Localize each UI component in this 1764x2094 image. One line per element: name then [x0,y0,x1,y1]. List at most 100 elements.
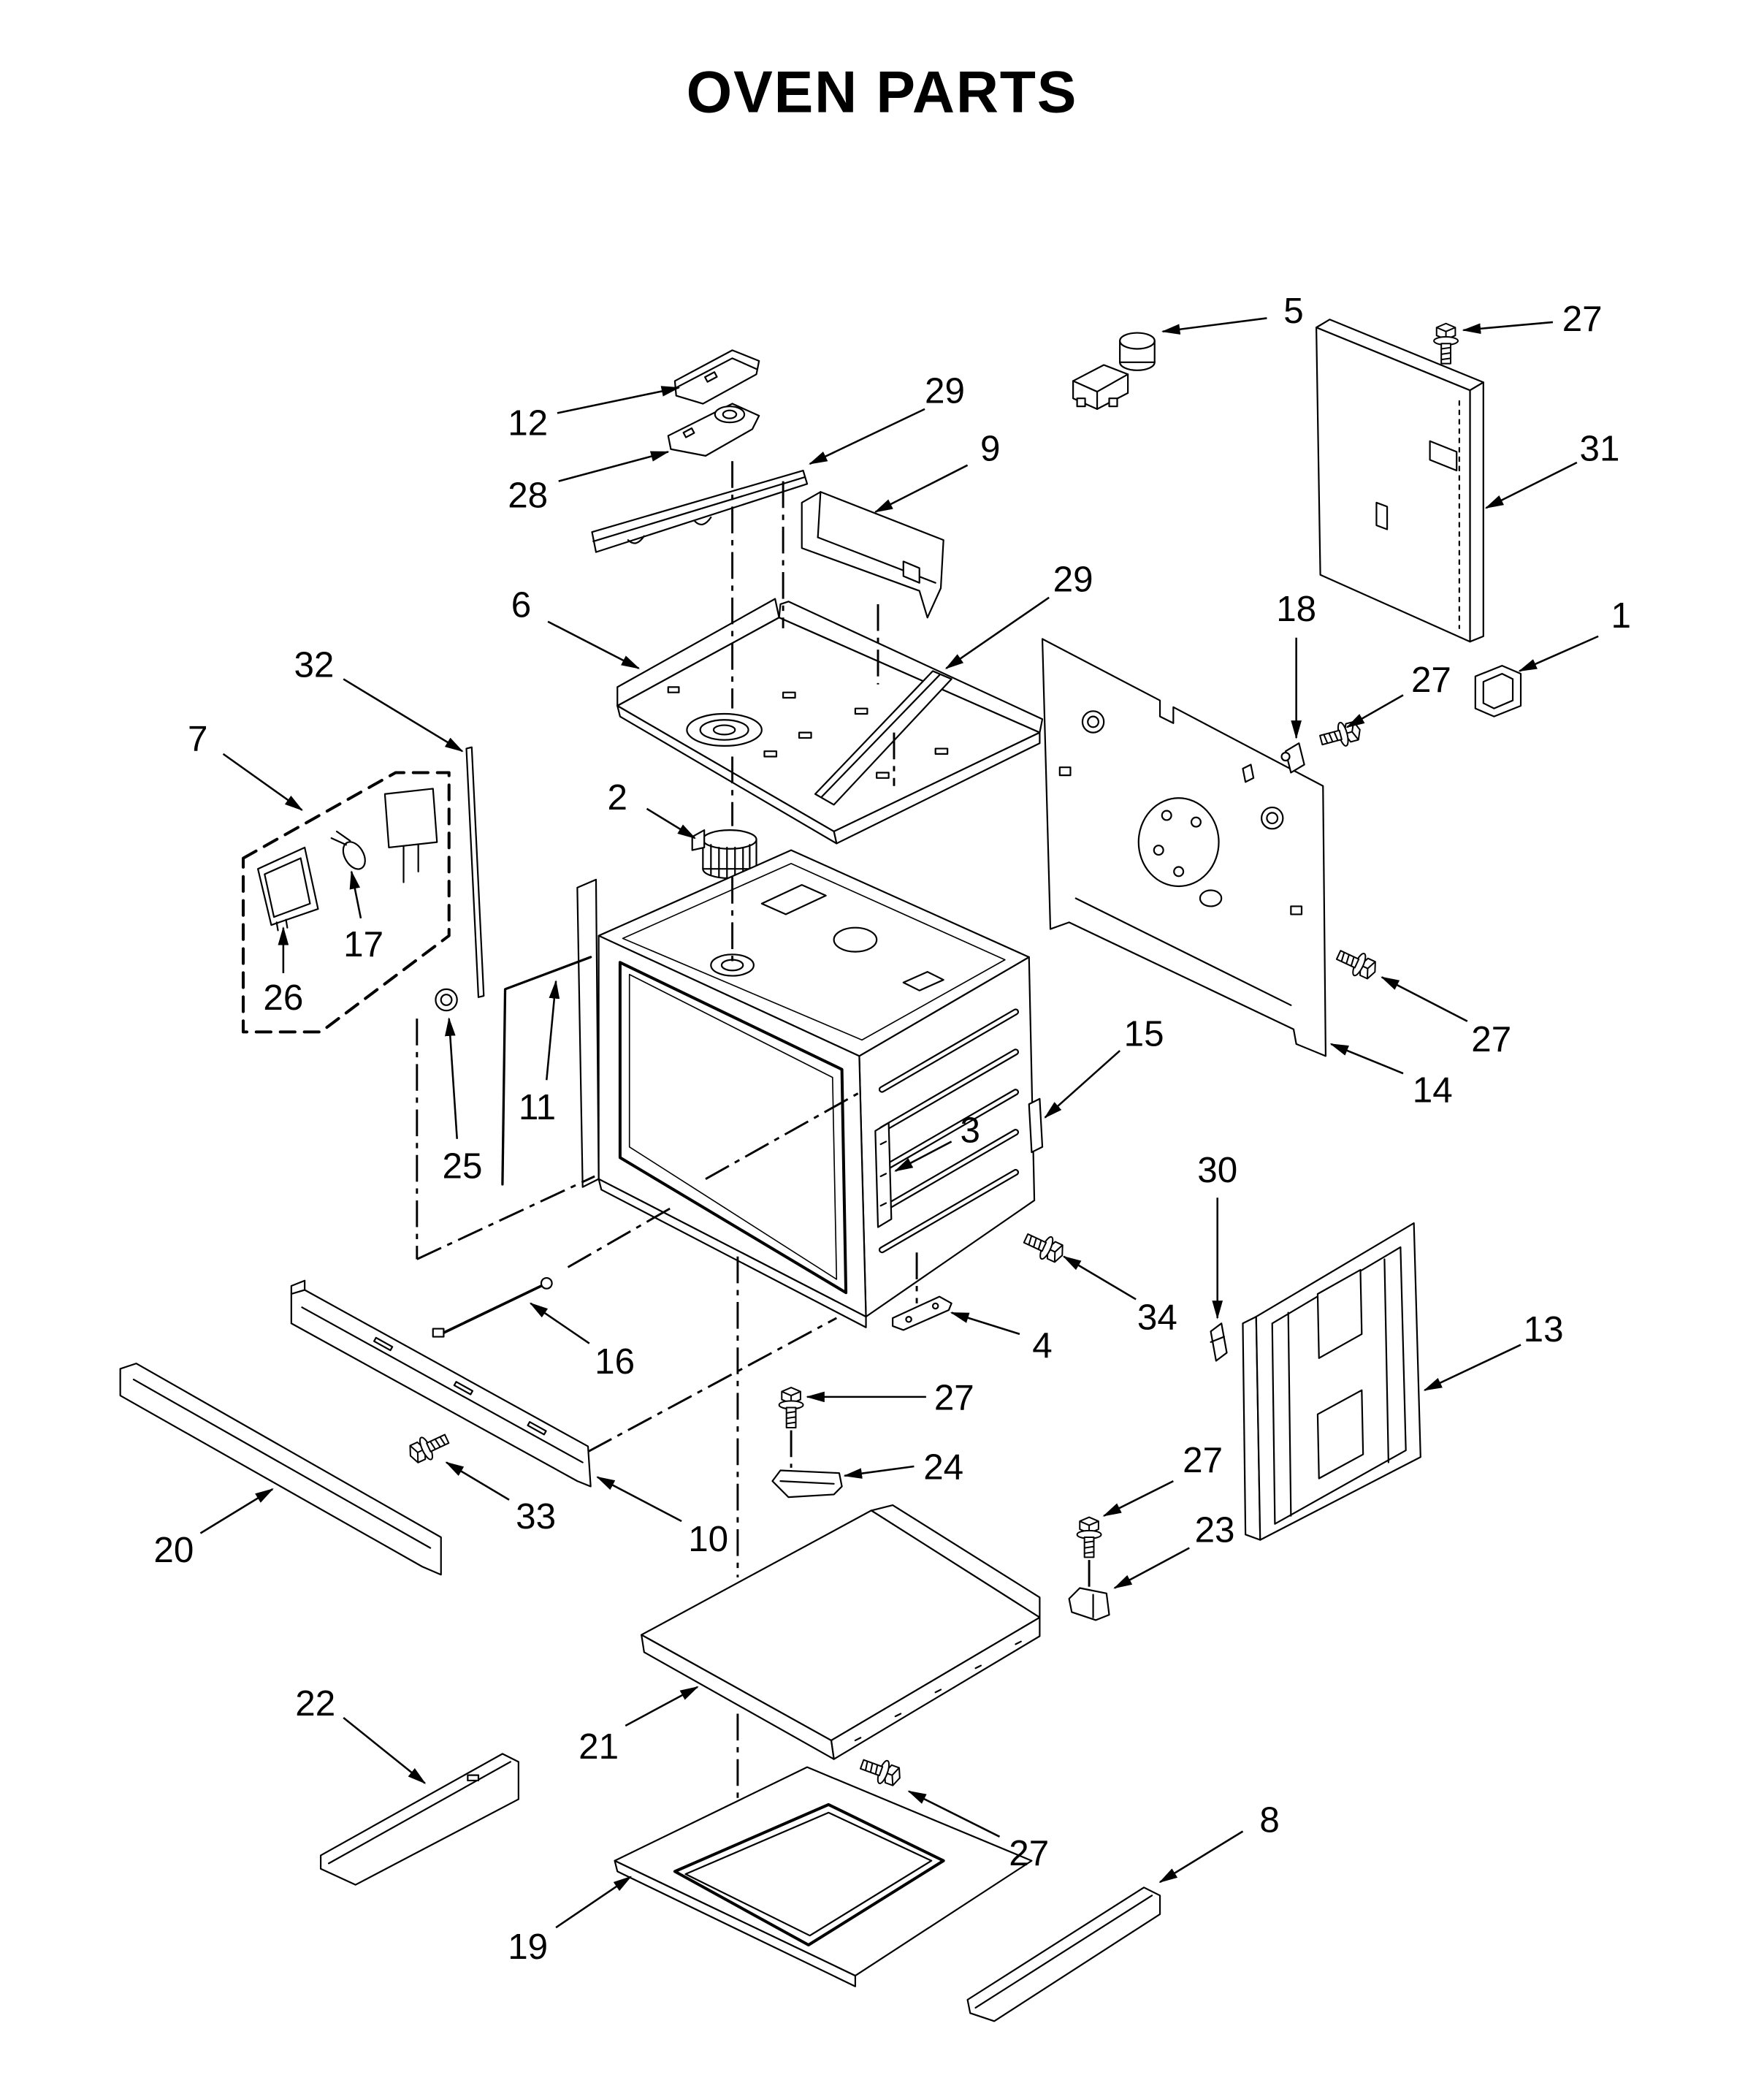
part-5-valve [1072,332,1156,410]
part-27-screw [857,1752,905,1790]
control-card [383,788,438,883]
leader-arrow [349,870,362,919]
callout-label: 14 [1413,1070,1453,1110]
callout-label: 26 [263,978,303,1018]
callout-label: 9 [980,428,1000,468]
callout-label: 2 [608,777,627,818]
part-9-baffle [801,491,944,619]
callout-label: 31 [1580,428,1620,468]
leader-arrow [1044,1050,1121,1119]
leader-arrow [809,408,925,465]
leader-arrow [546,980,560,1081]
leader-arrow [1518,635,1599,672]
callout-label: 15 [1124,1014,1164,1054]
callout-label: 20 [153,1530,194,1570]
callout-label: 21 [579,1726,619,1767]
callout-label: 27 [1009,1833,1049,1873]
leader-arrow [1423,1344,1521,1391]
callout-label: 19 [508,1927,548,1967]
leader-arrow [222,753,303,811]
part-1-bracket [1474,665,1522,717]
part-12-bracket [673,349,760,405]
part-13-side-panel [1242,1222,1421,1541]
part-19-bottom-panel [614,1766,1033,1987]
leader-arrow [1329,1043,1404,1075]
leader-arrow [1345,694,1404,728]
leader-arrow [445,1461,510,1501]
callout-label: 18 [1276,589,1316,629]
part-3-bracket [874,1122,893,1228]
callout-label: 7 [188,718,207,758]
part-8-rail [966,1886,1161,2022]
part-14-back-panel [1041,638,1327,1057]
callout-label: 5 [1283,291,1303,331]
callout-label: 16 [595,1341,635,1382]
callout-label: 32 [294,645,334,685]
centerline [587,1317,837,1453]
leader-arrow [1113,1547,1190,1589]
leader-arrow [907,1790,1001,1838]
leader-arrow [558,451,670,482]
callout-label: 30 [1197,1150,1237,1190]
callout-label: 28 [508,475,548,515]
cavity-front-flange [576,878,600,1188]
part-18-clip [1280,742,1305,774]
part-28-bracket [667,403,760,457]
callout-label: 23 [1195,1509,1235,1550]
part-27-screw [1317,717,1364,753]
part-20-rail [119,1363,442,1576]
part-33-screw [404,1427,453,1468]
part-15-bracket [1028,1097,1044,1154]
leader-arrow [445,1017,458,1139]
part-34-screw [1020,1226,1069,1268]
callout-label: 27 [1471,1019,1511,1059]
part-31-rear-cover [1316,319,1484,643]
callout-label: 17 [343,924,383,964]
callout-label: 27 [1183,1440,1223,1480]
part-16-probe [432,1276,553,1338]
part-27-screw [1332,943,1381,984]
leader-arrow [555,1876,633,1929]
leader-arrow [950,1311,1020,1336]
callout-label: 3 [961,1110,980,1150]
leader-arrow [596,1476,682,1523]
part-26-display [257,846,319,932]
part-11-rod [501,956,592,1186]
page-title: OVEN PARTS [687,60,1078,126]
callout-label: 10 [688,1519,728,1559]
leader-arrow [199,1488,274,1534]
callout-label: 29 [925,371,965,411]
part-22-rail [319,1753,519,1886]
part-4-bracket [892,1295,952,1331]
callout-label: 33 [516,1496,556,1537]
part-17-sensor [330,830,366,870]
callout-label: 11 [519,1087,556,1127]
callout-label: 12 [508,403,548,443]
leader-arrow [557,386,681,414]
cavity-opening [618,961,848,1295]
part-25-knob [435,988,458,1012]
callout-label: 1 [1611,595,1631,636]
callout-label: 27 [1411,660,1451,700]
centerline [705,1092,859,1180]
leader-arrow [625,1686,699,1727]
callout-label: 6 [511,585,531,625]
kit-boundary [241,771,451,1034]
leader-arrow [343,678,464,753]
callout-label: 4 [1032,1325,1052,1366]
callout-label: 8 [1259,1800,1279,1840]
centerline [567,1204,676,1268]
leader-arrow [843,1465,915,1479]
centerlines [416,461,1091,1798]
leader-arrow [1381,976,1468,1022]
leader-arrow [1062,1255,1137,1301]
leader-arrow [646,807,696,839]
part-6-top-plate [616,598,1044,845]
leader-arrow [343,1716,427,1784]
callout-label: 27 [934,1377,974,1417]
part-21-bottom-plate [641,1504,1041,1760]
part-29-deflector-lower [814,670,952,806]
leader-arrow [1158,1830,1244,1884]
leader-arrow [1462,321,1554,335]
